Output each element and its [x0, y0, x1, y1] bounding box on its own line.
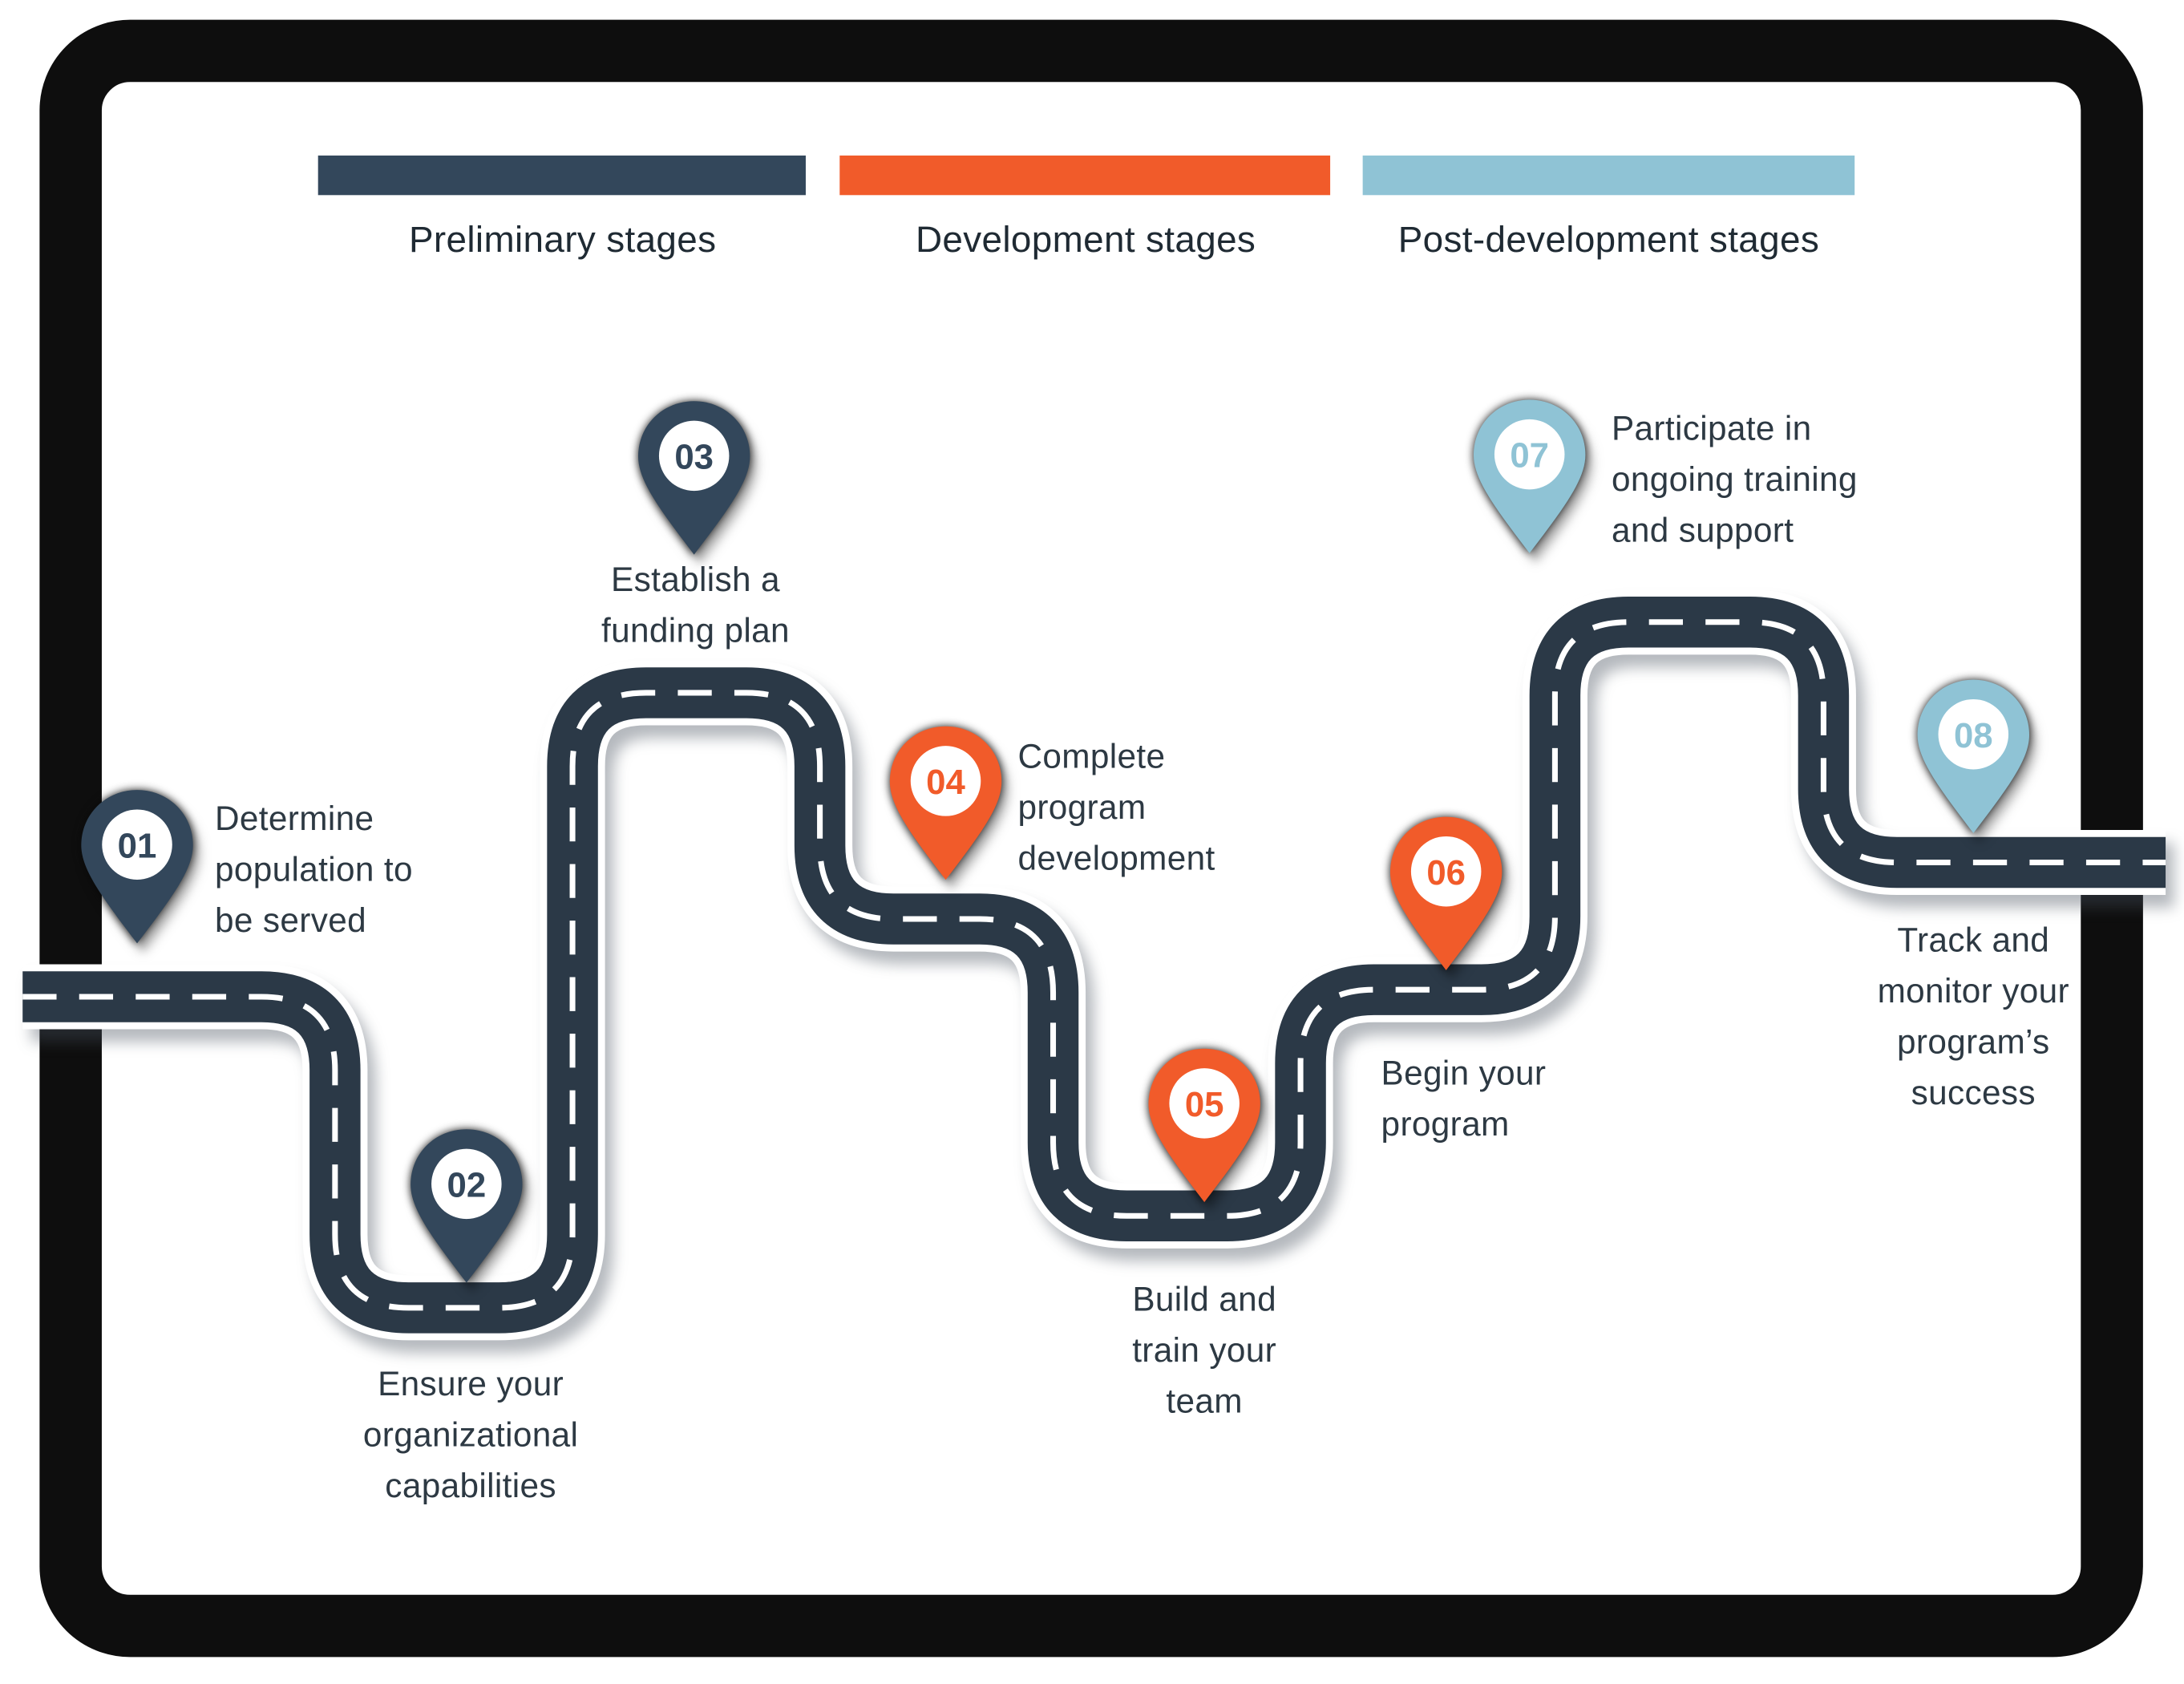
stage-pin-06: 06 — [1381, 813, 1511, 974]
stage-label-line: Begin your — [1381, 1055, 1547, 1093]
pin-inner-circle — [1169, 1068, 1240, 1139]
stage-number: 05 — [1185, 1085, 1224, 1124]
legend-bar-post-development — [1362, 155, 1855, 196]
stage-label-06: Begin your program — [1381, 1049, 1650, 1151]
stage-pin-03: 03 — [629, 397, 759, 558]
stage-number: 01 — [118, 826, 157, 865]
stage-label-01: Determine population to be served — [215, 795, 469, 947]
stage-label-line: Track and — [1897, 921, 2050, 961]
stage-label-line: monitor your — [1877, 973, 2070, 1011]
legend-label-development: Development stages — [915, 217, 1256, 261]
pin-inner-circle — [431, 1148, 502, 1220]
stage-label-08: Track and monitor your program’s success — [1846, 916, 2101, 1119]
stage-label-line: team — [1166, 1382, 1243, 1421]
pin-inner-circle — [1410, 836, 1482, 907]
stage-number: 08 — [1954, 716, 1993, 755]
stage-label-04: Complete program development — [1017, 732, 1286, 885]
stage-label-line: program’s — [1897, 1023, 2050, 1063]
road-centerline — [22, 619, 2166, 1311]
map-pin-icon: 08 — [1917, 679, 2030, 833]
legend-label-post-development: Post-development stages — [1397, 217, 1820, 261]
stage-label-line: success — [1911, 1074, 2036, 1113]
stage-label-02: Ensure your organizational capabilities — [330, 1360, 613, 1512]
stage-label-line: Establish a — [610, 561, 780, 600]
stage-label-line: be served — [214, 901, 367, 941]
legend-bar-preliminary — [317, 155, 806, 196]
pin-inner-circle — [910, 746, 981, 816]
road-asphalt — [22, 597, 2166, 1334]
stage-label-line: Participate in — [1611, 410, 1812, 448]
map-pin-icon: 01 — [81, 790, 193, 944]
stage-label-03: Establish a funding plan — [568, 556, 823, 658]
pin-inner-circle — [1494, 419, 1565, 490]
stage-label-line: funding plan — [601, 612, 790, 651]
stage-number: 03 — [674, 437, 714, 476]
map-pin-icon: 05 — [1148, 1048, 1260, 1203]
stage-label-line: capabilities — [385, 1467, 556, 1506]
stage-label-line: and support — [1611, 512, 1794, 550]
stage-label-line: organizational — [362, 1416, 579, 1455]
stage-label-line: train your — [1132, 1331, 1277, 1370]
stage-label-line: Complete — [1017, 738, 1166, 776]
stage-number: 07 — [1510, 436, 1549, 476]
legend-label-preliminary: Preliminary stages — [409, 217, 717, 261]
pin-inner-circle — [1938, 698, 2009, 770]
stage-pin-01: 01 — [72, 786, 202, 947]
stage-label-line: Ensure your — [378, 1366, 564, 1404]
map-pin-icon: 07 — [1473, 399, 1586, 553]
stage-label-05: Build and train your team — [1091, 1275, 1317, 1427]
map-pin-icon: 03 — [637, 401, 750, 555]
stage-pin-08: 08 — [1908, 676, 2038, 837]
stage-pin-04: 04 — [880, 723, 1010, 884]
map-pin-icon: 04 — [889, 726, 1002, 880]
pin-inner-circle — [102, 809, 172, 880]
stage-pin-02: 02 — [402, 1125, 532, 1286]
stage-label-line: ongoing training — [1611, 460, 1858, 500]
stage-label-07: Participate in ongoing training and supp… — [1612, 404, 1923, 557]
stage-pin-07: 07 — [1465, 396, 1595, 557]
legend-bar-development — [839, 155, 1331, 196]
stage-label-line: Build and — [1132, 1281, 1276, 1319]
map-pin-icon: 02 — [411, 1129, 523, 1283]
stage-label-line: population to — [214, 851, 413, 889]
stage-label-line: development — [1017, 840, 1215, 878]
stage-label-line: Determine — [214, 799, 374, 839]
pin-inner-circle — [658, 420, 730, 492]
stage-label-line: program — [1017, 788, 1147, 828]
map-pin-icon: 06 — [1389, 816, 1503, 970]
stage-pin-05: 05 — [1139, 1045, 1269, 1206]
stage-number: 04 — [926, 763, 965, 802]
stage-number: 02 — [447, 1165, 486, 1204]
stage-label-line: program — [1381, 1105, 1510, 1144]
device-frame — [39, 19, 2143, 1658]
stage-number: 06 — [1426, 853, 1466, 893]
